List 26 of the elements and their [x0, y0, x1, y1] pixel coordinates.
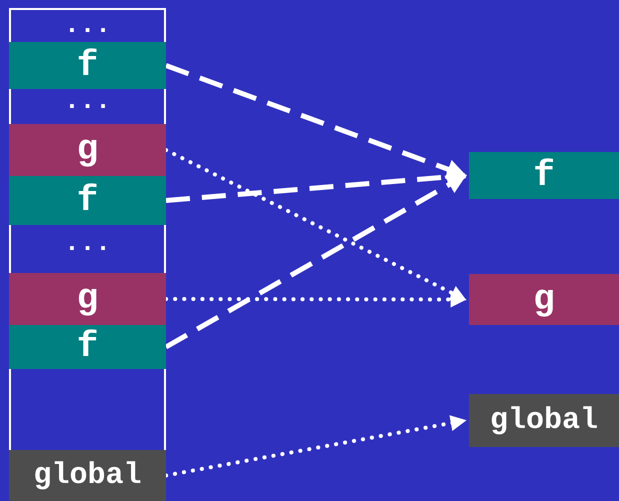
frame-box — [469, 394, 619, 447]
frame-name: g — [533, 282, 555, 318]
stack-frame — [9, 8, 166, 501]
frame-box — [9, 124, 166, 176]
frame-box — [469, 152, 619, 199]
frame-box — [9, 325, 166, 369]
frame-name: f — [533, 158, 555, 194]
frame-name: f — [76, 329, 98, 365]
frame-box — [9, 176, 166, 225]
frame-name: f — [76, 48, 98, 84]
frame-name: f — [76, 182, 98, 218]
ellipsis-label: ... — [63, 88, 112, 114]
frame-name: global — [33, 460, 142, 490]
arrow — [164, 415, 467, 478]
frame-box — [9, 273, 166, 325]
arrow — [164, 148, 467, 302]
arrow — [165, 63, 467, 179]
frame-name: global — [490, 406, 598, 436]
frame-name: g — [76, 281, 98, 317]
ellipsis-label: ... — [63, 12, 112, 38]
frame-name: g — [76, 132, 98, 168]
arrow — [164, 173, 467, 350]
frame-box — [469, 274, 619, 325]
frame-box — [9, 42, 166, 89]
frame-box — [9, 450, 166, 501]
ellipsis-label: ... — [63, 230, 112, 256]
